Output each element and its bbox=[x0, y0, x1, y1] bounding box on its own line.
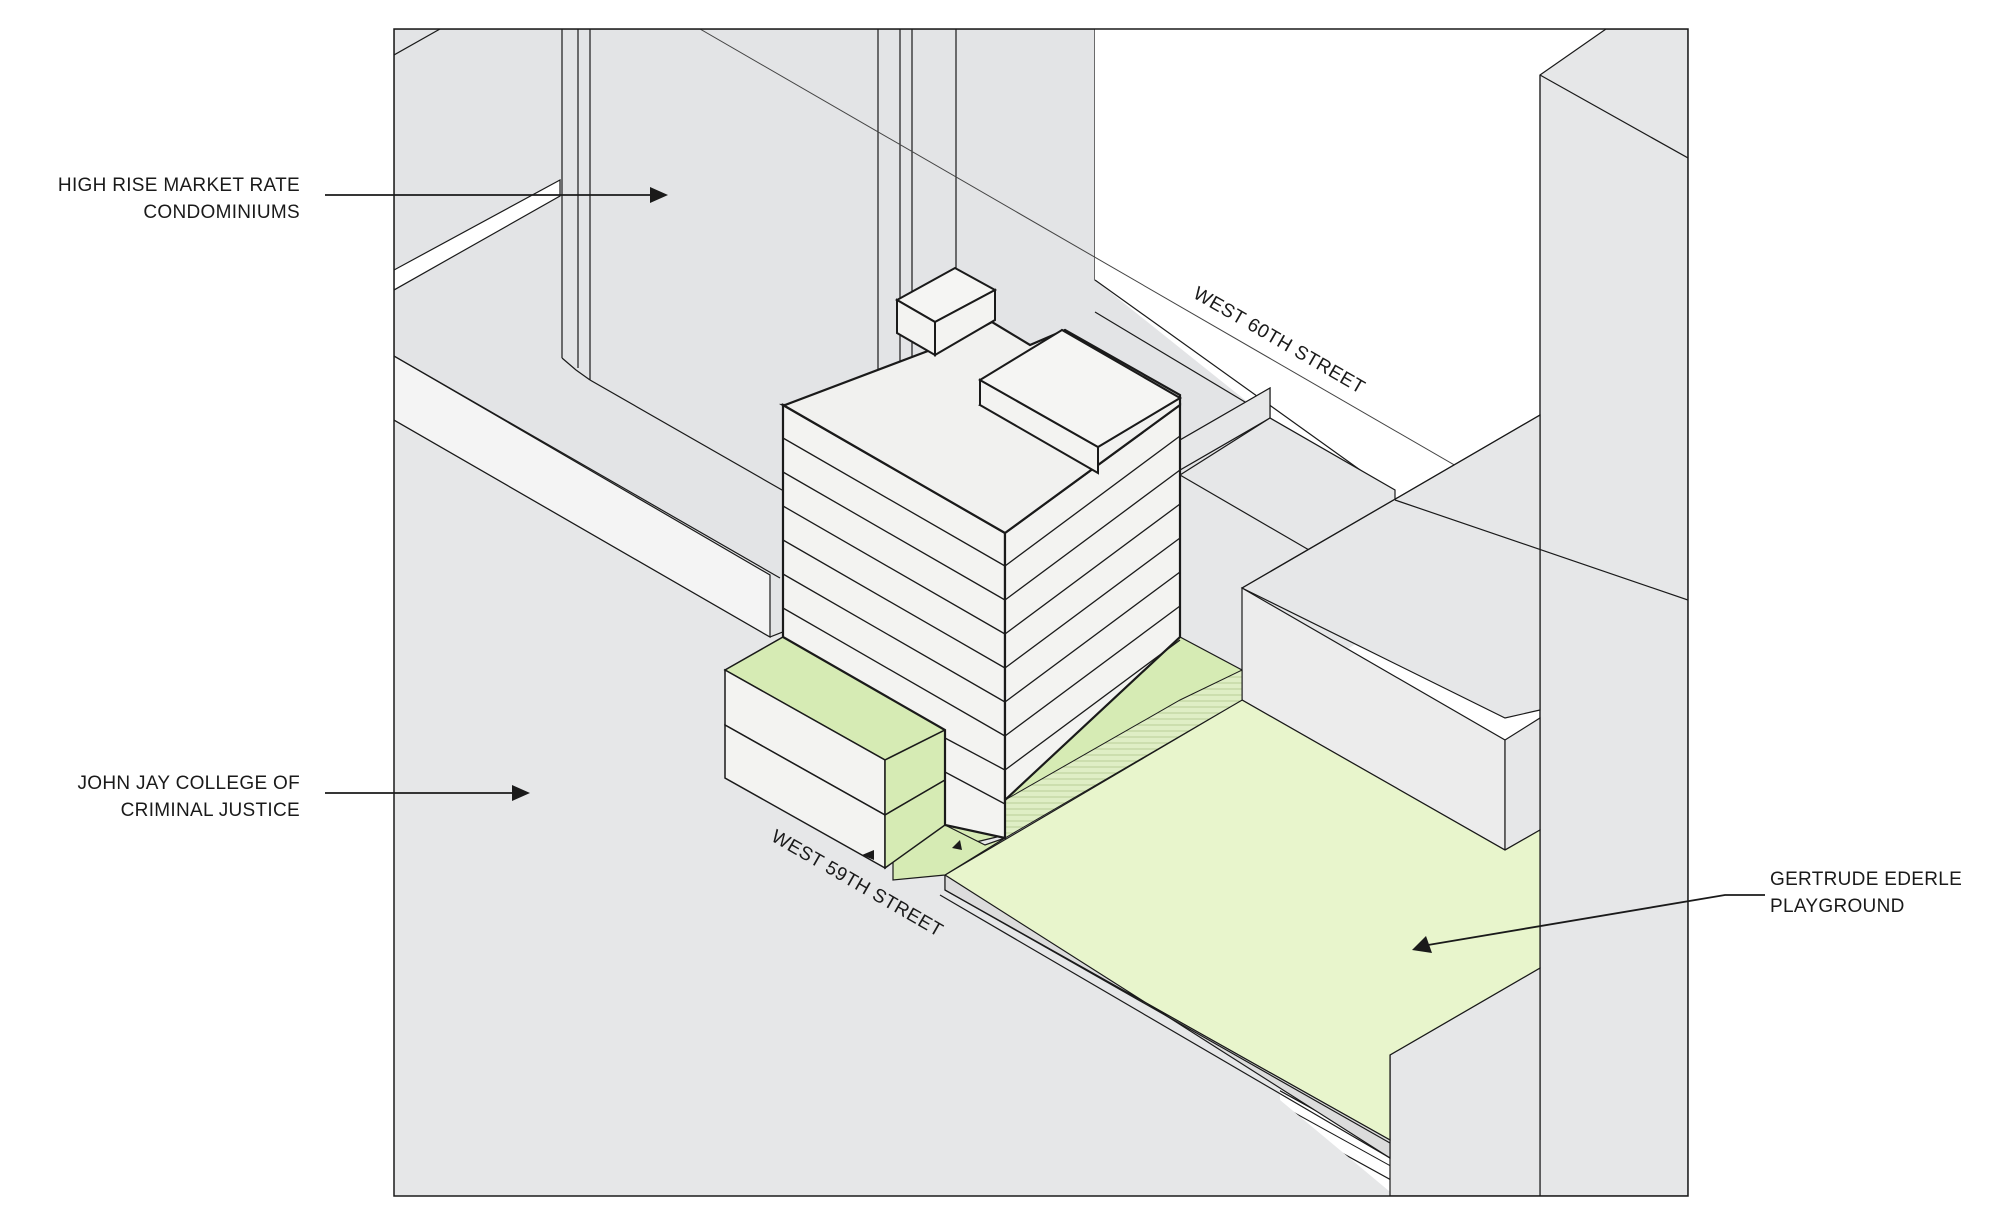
college-callout: JOHN JAY COLLEGE OF CRIMINAL JUSTICE bbox=[78, 770, 301, 824]
condos-callout-line1: HIGH RISE MARKET RATE bbox=[57, 175, 300, 196]
condos-callout: HIGH RISE MARKET RATE CONDOMINIUMS bbox=[58, 172, 300, 226]
condo-ledge bbox=[394, 178, 561, 291]
playground-callout-arrow bbox=[1412, 894, 1765, 953]
entry-arrow-right bbox=[952, 840, 962, 850]
playground-callout-line1: GERTRUDE EDERLE bbox=[1770, 869, 1963, 890]
diagram-frame bbox=[393, 28, 1689, 1197]
entry-arrow-left bbox=[862, 850, 874, 860]
college-callout-line2: CRIMINAL JUSTICE bbox=[120, 800, 300, 821]
condos-callout-arrow bbox=[325, 187, 668, 203]
condos-callout-line2: CONDOMINIUMS bbox=[143, 202, 300, 223]
tower-floor-lines bbox=[782, 435, 1181, 805]
midrise-side bbox=[1504, 716, 1541, 852]
east-tall-building bbox=[1539, 29, 1688, 1196]
college-callout-line1: JOHN JAY COLLEGE OF bbox=[77, 773, 300, 794]
condo-front-face bbox=[394, 355, 771, 639]
west-60th-street bbox=[1095, 29, 1540, 520]
playground-callout-line2: PLAYGROUND bbox=[1770, 896, 1905, 917]
college-callout-arrow bbox=[325, 785, 530, 801]
playground-callout: GERTRUDE EDERLE PLAYGROUND bbox=[1770, 866, 1962, 920]
